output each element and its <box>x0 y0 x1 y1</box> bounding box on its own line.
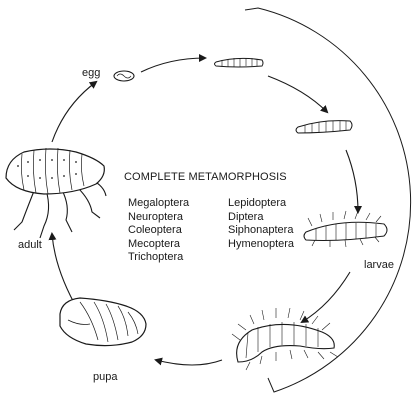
arrow-larva2-to-larva3 <box>345 149 362 214</box>
larva-hairy-icon <box>303 210 388 248</box>
arrow-egg-to-larva <box>140 54 207 73</box>
orders-right-list: Lepidoptera Diptera Siphonaptera Hymenop… <box>228 197 294 251</box>
larvae-bracket <box>244 7 412 393</box>
larva-small-icon <box>214 57 264 68</box>
arrow-larva1-to-larva2 <box>267 75 329 114</box>
order-item: Neuroptera <box>128 210 184 223</box>
adult-label: adult <box>18 239 42 251</box>
egg-label: egg <box>82 67 101 79</box>
pupa-label: pupa <box>93 371 118 383</box>
larva-medium-icon <box>295 120 353 134</box>
order-item: Hymenoptera <box>228 237 295 250</box>
order-item: Coleoptera <box>128 224 182 237</box>
order-item: Diptera <box>228 210 264 223</box>
order-item: Lepidoptera <box>228 197 287 209</box>
order-item: Siphonaptera <box>228 224 294 237</box>
orders-left-list: Megaloptera Neuroptera Coleoptera Mecopt… <box>128 197 189 265</box>
arrow-larva4-to-pupa <box>154 357 223 366</box>
order-item: Mecoptera <box>128 237 180 250</box>
diagram-title: COMPLETE METAMORPHOSIS <box>124 171 287 183</box>
arrow-larva3-to-larva4 <box>300 271 351 324</box>
order-item: Megaloptera <box>128 197 190 209</box>
egg-icon <box>113 70 135 82</box>
adult-flea-icon <box>5 147 107 239</box>
order-item: Trichoptera <box>128 251 184 264</box>
larvae-label: larvae <box>364 259 394 271</box>
pupa-icon <box>59 297 147 347</box>
arrow-adult-to-egg <box>51 80 98 143</box>
larva-large-icon <box>231 307 339 371</box>
